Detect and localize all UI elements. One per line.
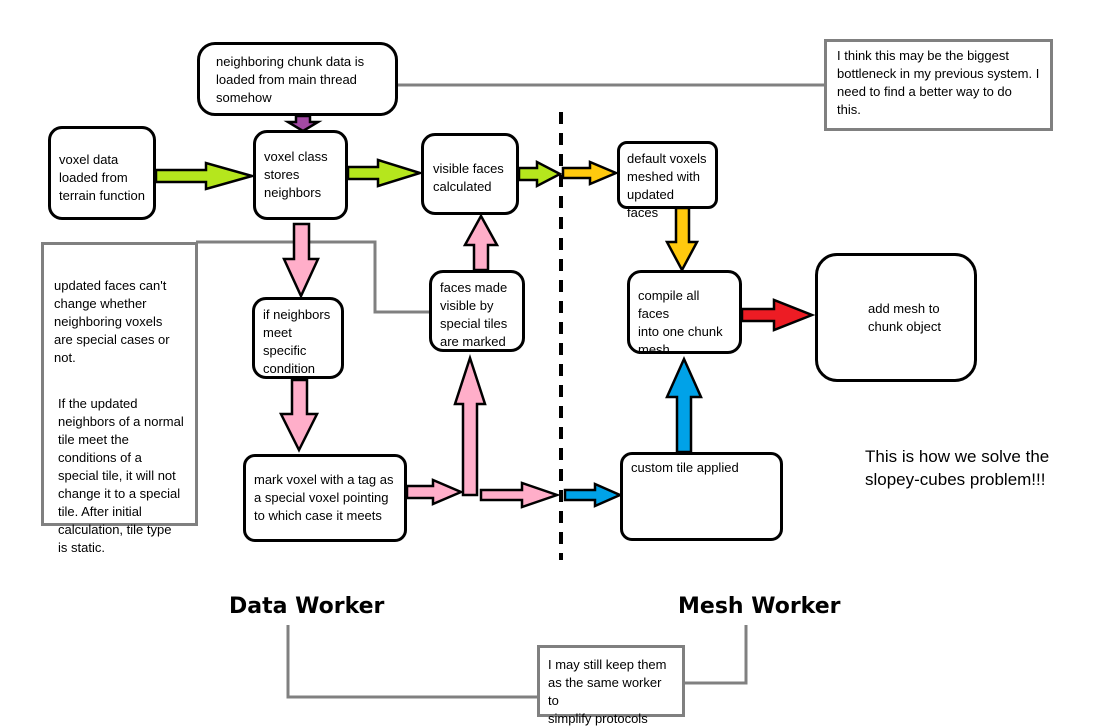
node-voxel-class: voxel class stores neighbors [253, 130, 348, 220]
arrow-up-to-visible [462, 213, 500, 272]
arrow-class-to-visible [346, 158, 425, 188]
label-data-worker: Data Worker [229, 594, 385, 619]
arrow-default-to-compile [664, 206, 700, 273]
node-voxel-data: voxel data loaded from terrain function [48, 126, 156, 220]
node-if-neighbors: if neighbors meet specific condition [252, 297, 344, 379]
node-custom-tile: custom tile applied [620, 452, 783, 541]
node-default-voxels: default voxels meshed with updated faces [617, 141, 718, 220]
arrow-junction-to-divider [479, 481, 561, 509]
flow-arrows [154, 114, 816, 509]
arrow-custom-to-compile [665, 355, 703, 454]
arrow-neighbor-to-class [283, 114, 323, 133]
arrow-mark-to-junction [405, 478, 465, 506]
line-updated-faces [196, 240, 432, 314]
line-data-worker [286, 625, 538, 699]
node-compile-faces: compile all faces into one chunk mesh [627, 270, 742, 357]
line-mesh-worker [684, 625, 748, 685]
arrow-if-to-mark [278, 378, 320, 453]
arrow-voxeldata-to-class [154, 161, 257, 191]
note-updated-faces: updated faces can't change whether neigh… [41, 242, 198, 555]
node-mark-voxel: mark voxel with a tag as a special voxel… [243, 454, 407, 542]
label-mesh-worker: Mesh Worker [678, 594, 841, 619]
node-neighbor-data: neighboring chunk data is loaded from ma… [197, 42, 398, 116]
note-bottleneck: I think this may be the biggest bottlene… [824, 39, 1053, 131]
note-special-tile-text: If the updated neighbors of a normal til… [58, 396, 184, 555]
note-same-worker: I may still keep them as the same worker… [537, 645, 685, 726]
arrow-compile-to-addmesh [740, 298, 816, 332]
note-updated-faces-text: updated faces can't change whether neigh… [54, 278, 170, 365]
node-visible-faces: visible faces calculated [421, 133, 519, 215]
connector-lines [196, 83, 824, 699]
arrow-up-to-faces-marked [453, 353, 487, 497]
arrow-class-to-if [282, 222, 320, 299]
node-add-mesh: add mesh to chunk object [815, 253, 977, 382]
arrow-visible-to-divider [517, 159, 563, 189]
caption-slopey-cubes: This is how we solve the slopey-cubes pr… [865, 447, 1050, 489]
node-faces-made-visible: faces made visible by special tiles are … [429, 270, 525, 352]
arrow-pink-to-custom [563, 482, 624, 508]
arrow-divider-to-default [561, 160, 620, 186]
